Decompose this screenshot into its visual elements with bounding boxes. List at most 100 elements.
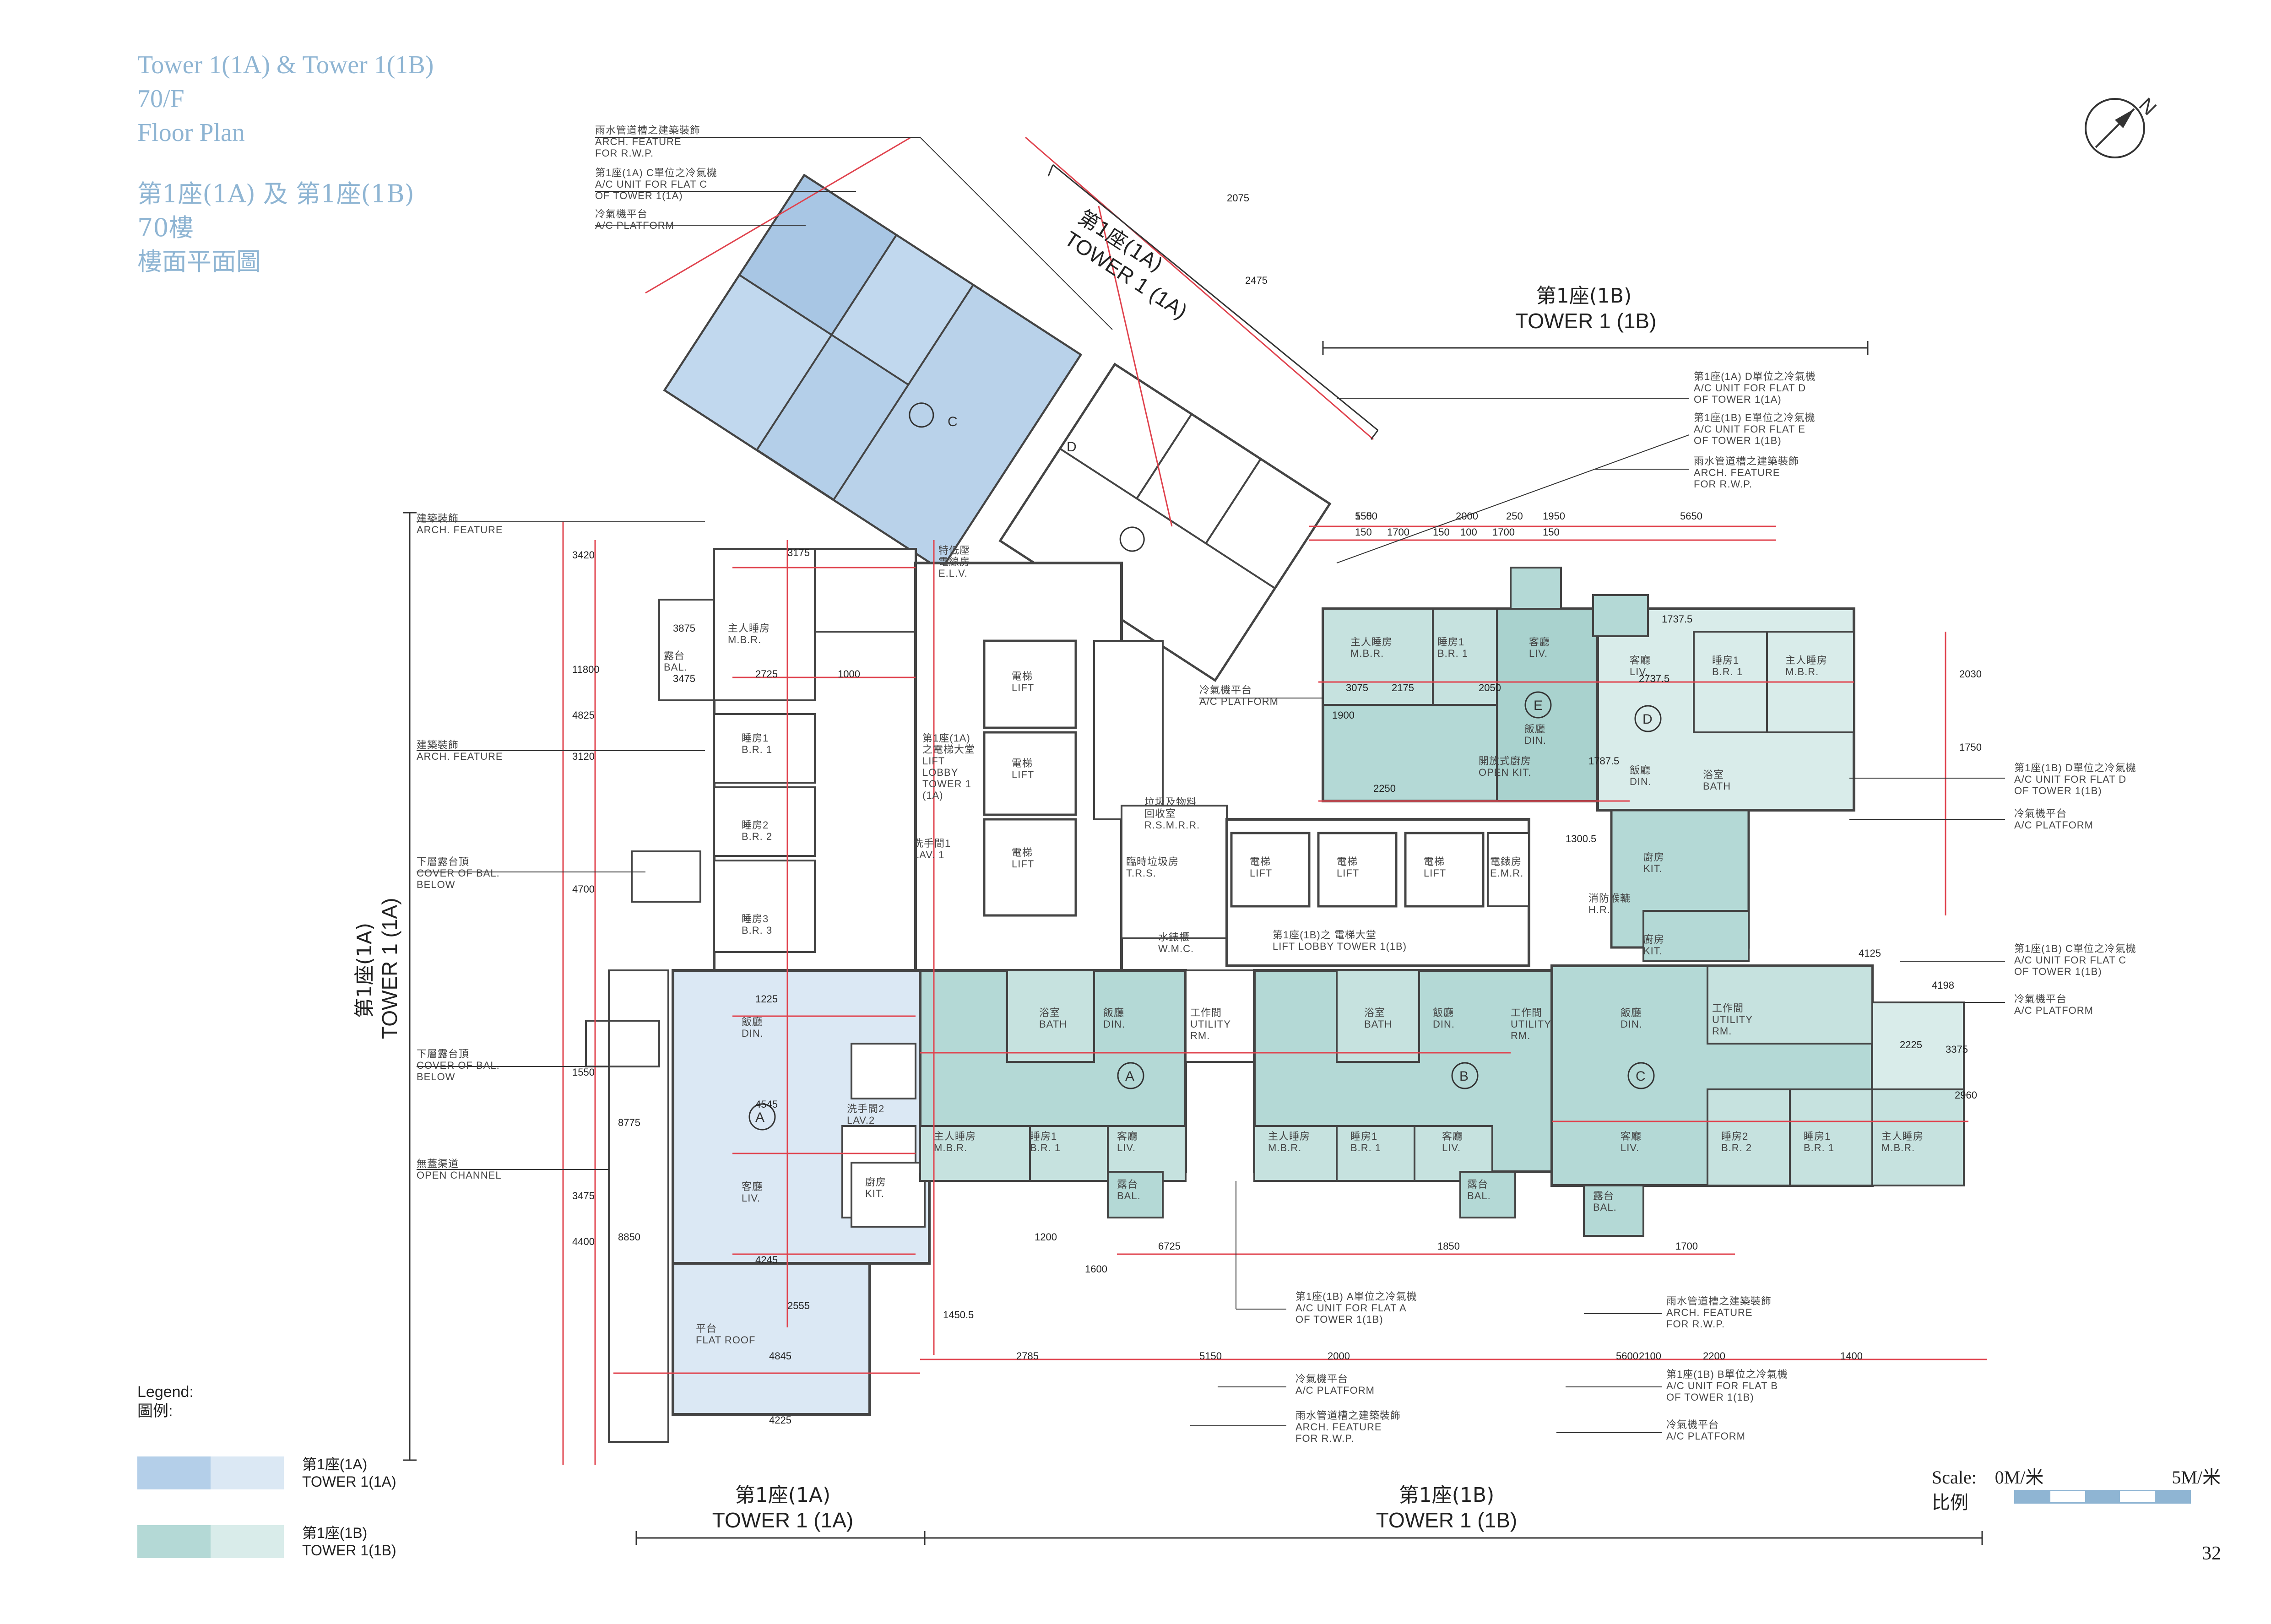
dimension-label: 1550 — [572, 1066, 595, 1078]
title-en-line1: Tower 1(1A) & Tower 1(1B) — [137, 51, 434, 79]
dimension-label: 3175 — [787, 547, 810, 558]
dimension-label: 2250 — [1373, 783, 1396, 794]
flat-marker-1b-e: E — [1534, 698, 1543, 713]
dimension-label: 100 — [1460, 526, 1477, 538]
annotation-zh: 第1座(1A) D單位之冷氣機 — [1694, 371, 1816, 382]
dimension-label: 1737.5 — [1662, 613, 1693, 625]
annotation-en: ARCH. FEATURE FOR R.W.P. — [1666, 1307, 1753, 1330]
scale-bar — [2014, 1490, 2191, 1504]
dimension-label: 1450.5 — [943, 1309, 974, 1321]
dimension-label: 1700 — [1387, 526, 1409, 538]
annotation-zh: 冷氣機平台 — [2014, 808, 2067, 819]
dimension-label: 3475 — [673, 673, 695, 684]
scale-block: Scale: 0M/米 5M/米 — [1932, 1462, 2221, 1489]
scale-start: 0M/米 — [1995, 1467, 2044, 1488]
title-zh-line1: 第1座(1A) 及 第1座(1B) — [137, 179, 414, 208]
dimension-label: 4700 — [572, 883, 595, 895]
legend-item-1b: 第1座(1B) TOWER 1(1B) — [137, 1524, 396, 1559]
title-zh-line2: 70樓 — [137, 213, 194, 242]
dimension-label: 4225 — [769, 1414, 791, 1426]
dimension-label: 1900 — [1332, 709, 1355, 721]
annotation-zh: 建築裝飾 — [417, 513, 459, 524]
annotation-zh: 建築裝飾 — [417, 739, 459, 751]
flat-marker-1a-c: C — [948, 414, 958, 429]
flat-marker-1a-a: A — [755, 1110, 765, 1125]
dimension-label: 1200 — [1035, 1231, 1057, 1243]
annotation-en: A/C PLATFORM — [595, 220, 674, 231]
dimension-label: 6725 — [1158, 1240, 1181, 1252]
annotation-en: A/C UNIT FOR FLAT C OF TOWER 1(1A) — [595, 179, 708, 201]
annotation-leaders — [417, 137, 2005, 1433]
dimension-label: 2075 — [1227, 192, 1249, 204]
annotation-zh: 冷氣機平台 — [1199, 684, 1252, 696]
flat-marker-1a-d: D — [1067, 439, 1077, 455]
legend-1b-en: TOWER 1(1B) — [302, 1542, 396, 1559]
annotation-en: A/C PLATFORM — [1666, 1430, 1745, 1442]
annotation-en: ARCH. FEATURE — [417, 524, 503, 536]
dimension-label: 1700 — [1492, 526, 1515, 538]
dimension-label: 2100 — [1639, 1350, 1661, 1362]
dimension-label: 1400 — [1840, 1350, 1863, 1362]
annotation-en: A/C UNIT FOR FLAT A OF TOWER 1(1B) — [1295, 1302, 1407, 1325]
title-block: Tower 1(1A) & Tower 1(1B) 70/F Floor Pla… — [137, 48, 434, 279]
tower-1a-bottom-en: TOWER 1 (1A) — [712, 1508, 854, 1532]
dimension-label: 4845 — [769, 1350, 791, 1362]
annotation-zh: 下層露台頂 — [417, 1048, 470, 1060]
dimension-label: 1700 — [1675, 1240, 1698, 1252]
annotation-zh: 第1座(1A) C單位之冷氣機 — [595, 167, 717, 179]
legend-swatch-1b — [137, 1525, 284, 1558]
annotation-en: A/C UNIT FOR FLAT D OF TOWER 1(1A) — [1694, 382, 1806, 405]
tower-1a-bottom-label: 第1座(1A) TOWER 1 (1A) — [710, 1478, 856, 1532]
annotation-zh: 第1座(1B) D單位之冷氣機 — [2014, 762, 2136, 774]
dimension-label: 2475 — [1245, 275, 1268, 286]
dimension-label: 1300.5 — [1566, 833, 1597, 844]
flat-marker-1b-a: A — [1125, 1069, 1135, 1084]
dimension-label: 150 — [1543, 526, 1560, 538]
annotation-en: A/C UNIT FOR FLAT D OF TOWER 1(1B) — [2014, 774, 2127, 796]
annotation-en: A/C PLATFORM — [1199, 696, 1279, 707]
annotation-zh: 第1座(1B) B單位之冷氣機 — [1666, 1369, 1788, 1380]
dimension-label: 2225 — [1900, 1039, 1922, 1050]
page-number: 32 — [2202, 1543, 2221, 1564]
scale-end: 5M/米 — [2172, 1467, 2221, 1488]
tower-1a-side-zh: 第1座(1A) — [353, 922, 376, 1018]
annotation-zh: 第1座(1B) A單位之冷氣機 — [1295, 1291, 1417, 1302]
legend-1a-en: TOWER 1(1A) — [302, 1473, 396, 1490]
dimension-label: 2200 — [1703, 1350, 1725, 1362]
